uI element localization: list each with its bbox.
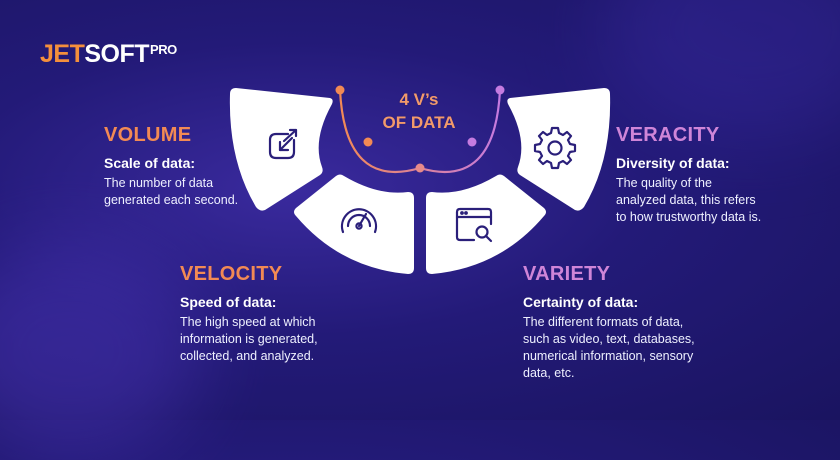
logo-soft: SOFT bbox=[84, 40, 150, 68]
volume-line: generated each second. bbox=[104, 193, 239, 207]
velocity-line: collected, and analyzed. bbox=[180, 349, 315, 363]
arc-dot bbox=[495, 85, 505, 95]
velocity-line: The high speed at which bbox=[180, 315, 316, 329]
velocity-heading: VELOCITY bbox=[180, 263, 283, 285]
expand-arrow-icon bbox=[268, 128, 298, 160]
veracity-heading: VERACITY bbox=[616, 124, 720, 146]
variety-line: such as video, text, databases, bbox=[523, 332, 695, 346]
variety-segment bbox=[426, 174, 546, 274]
arc-dot bbox=[363, 137, 373, 147]
diagram-title: 4 V’s OF DATA bbox=[360, 88, 478, 134]
volume-subheading: Scale of data: bbox=[104, 155, 196, 171]
veracity-subheading: Diversity of data: bbox=[616, 155, 730, 171]
speedometer-icon bbox=[340, 208, 378, 234]
volume-line: The number of data bbox=[104, 176, 214, 190]
variety-block: VARIETY Certainty of data: The different… bbox=[523, 263, 695, 382]
title-line-2: OF DATA bbox=[382, 113, 456, 132]
title-line-1: 4 V’s bbox=[399, 90, 439, 109]
velocity-segment bbox=[294, 174, 414, 274]
veracity-segment bbox=[507, 88, 611, 211]
variety-line: numerical information, sensory bbox=[523, 349, 694, 363]
volume-description: The number of data generated each second… bbox=[104, 175, 238, 209]
veracity-block: VERACITY Diversity of data: The quality … bbox=[616, 124, 761, 226]
variety-description: The different formats of data, such as v… bbox=[523, 314, 695, 382]
velocity-block: VELOCITY Speed of data: The high speed a… bbox=[180, 263, 318, 365]
velocity-line: information is generated, bbox=[180, 332, 318, 346]
arc-dot bbox=[415, 163, 425, 173]
arc-dot bbox=[467, 137, 477, 147]
veracity-line: to how trustworthy data is. bbox=[616, 210, 762, 224]
veracity-description: The quality of the analyzed data, this r… bbox=[616, 175, 761, 226]
gear-icon bbox=[533, 126, 577, 170]
four-vs-diagram bbox=[268, 85, 611, 274]
variety-line: data, etc. bbox=[523, 366, 575, 380]
variety-subheading: Certainty of data: bbox=[523, 294, 639, 310]
logo-jet: JET bbox=[40, 40, 85, 68]
volume-heading: VOLUME bbox=[104, 124, 192, 146]
variety-heading: VARIETY bbox=[523, 263, 611, 285]
veracity-line: analyzed data, this refers bbox=[616, 193, 756, 207]
jetsoft-logo: JETSOFTPRO bbox=[40, 40, 177, 69]
volume-block: VOLUME Scale of data: The number of data… bbox=[104, 124, 238, 209]
velocity-description: The high speed at which information is g… bbox=[180, 314, 318, 365]
veracity-line: The quality of the bbox=[616, 176, 712, 190]
arc-dot bbox=[335, 85, 345, 95]
variety-line: The different formats of data, bbox=[523, 315, 684, 329]
browser-search-icon bbox=[455, 207, 493, 243]
logo-pro: PRO bbox=[150, 42, 177, 57]
velocity-subheading: Speed of data: bbox=[180, 294, 277, 310]
